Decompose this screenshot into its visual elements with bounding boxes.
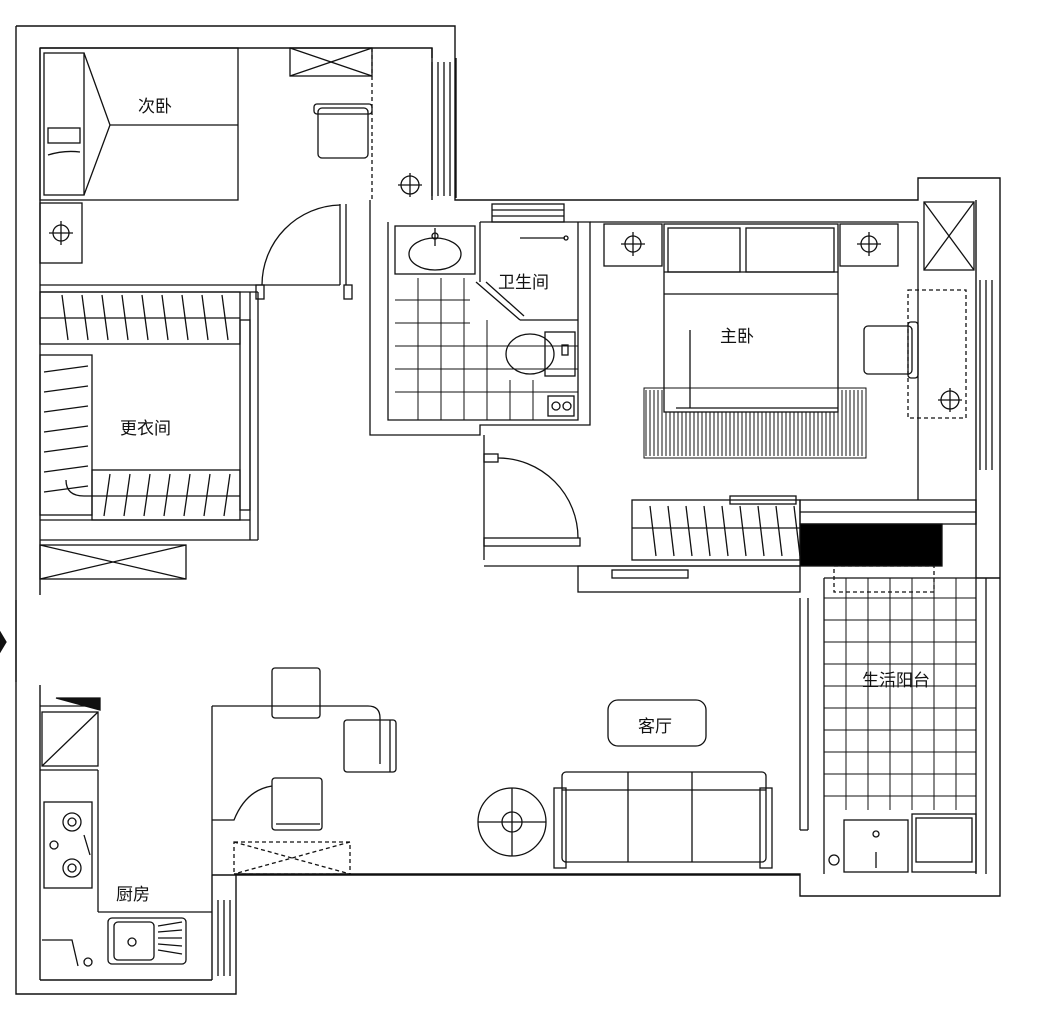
utility-balcony <box>799 565 987 874</box>
laundry-sink-icon <box>843 819 909 873</box>
hanger-rack-left <box>43 365 89 493</box>
wardrobe-hanger-line <box>739 505 747 557</box>
wardrobe-hanger-line <box>793 505 801 557</box>
wardrobe-hanger-line <box>721 505 729 557</box>
wardrobe <box>631 499 801 561</box>
wardrobe-hanger-line <box>649 505 657 557</box>
room-label-kitchen: 厨房 <box>116 885 150 905</box>
kitchen-sink-icon <box>107 917 187 965</box>
entrance-marker-icon <box>0 630 7 654</box>
wardrobe-hanger-line <box>667 505 675 557</box>
floor-lamp-icon <box>477 787 547 857</box>
chair-icon <box>313 103 373 159</box>
bathroom-tiles <box>395 278 578 420</box>
walk-in-closet <box>39 291 259 541</box>
vent-marker <box>55 697 101 711</box>
wardrobe-hanger-line <box>757 505 765 557</box>
bathroom <box>369 200 800 567</box>
toilet-icon <box>505 331 576 377</box>
room-label-walk-in-closet: 更衣间 <box>120 419 171 439</box>
room-label-master-bedroom: 主卧 <box>720 327 754 347</box>
bed-icon <box>39 47 239 201</box>
refrigerator-icon <box>41 711 99 767</box>
room-label-bathroom: 卫生间 <box>498 273 549 293</box>
bed-icon <box>663 223 839 413</box>
second-bedroom <box>39 47 451 300</box>
floor-drain-icon <box>547 395 575 417</box>
floor-drain-icon <box>828 854 840 866</box>
nightstand-icon <box>39 202 83 264</box>
hanger-rack-bottom <box>103 473 231 517</box>
room-label-utility-balcony: 生活阳台 <box>862 671 930 691</box>
master-bedroom <box>577 201 993 593</box>
room-label-living-room: 客厅 <box>638 717 672 737</box>
outer-walls <box>15 25 1001 995</box>
gas-stove-icon <box>43 801 93 889</box>
tv-cabinet <box>577 565 801 593</box>
wardrobe-hanger-line <box>685 505 693 557</box>
structural-column <box>799 523 943 567</box>
chair-icon <box>863 321 919 379</box>
nightstand-icon <box>839 223 899 267</box>
wardrobe-hanger-line <box>775 505 783 557</box>
entry-cabinet <box>39 544 187 580</box>
balcony-tiles <box>824 578 976 810</box>
nightstand-icon <box>603 223 663 267</box>
wardrobe-hanger-line <box>703 505 711 557</box>
room-label-second-bedroom: 次卧 <box>138 97 172 117</box>
sofa-icon <box>553 771 773 869</box>
washing-machine-icon <box>911 813 977 873</box>
wash-basin-icon <box>394 225 476 275</box>
living-room <box>211 667 808 875</box>
kitchen <box>40 697 231 976</box>
hanger-rack-top <box>61 294 229 341</box>
bedroom-rug <box>643 387 867 459</box>
ac-unit-icon <box>923 201 975 271</box>
dining-chair-icon <box>271 667 397 831</box>
